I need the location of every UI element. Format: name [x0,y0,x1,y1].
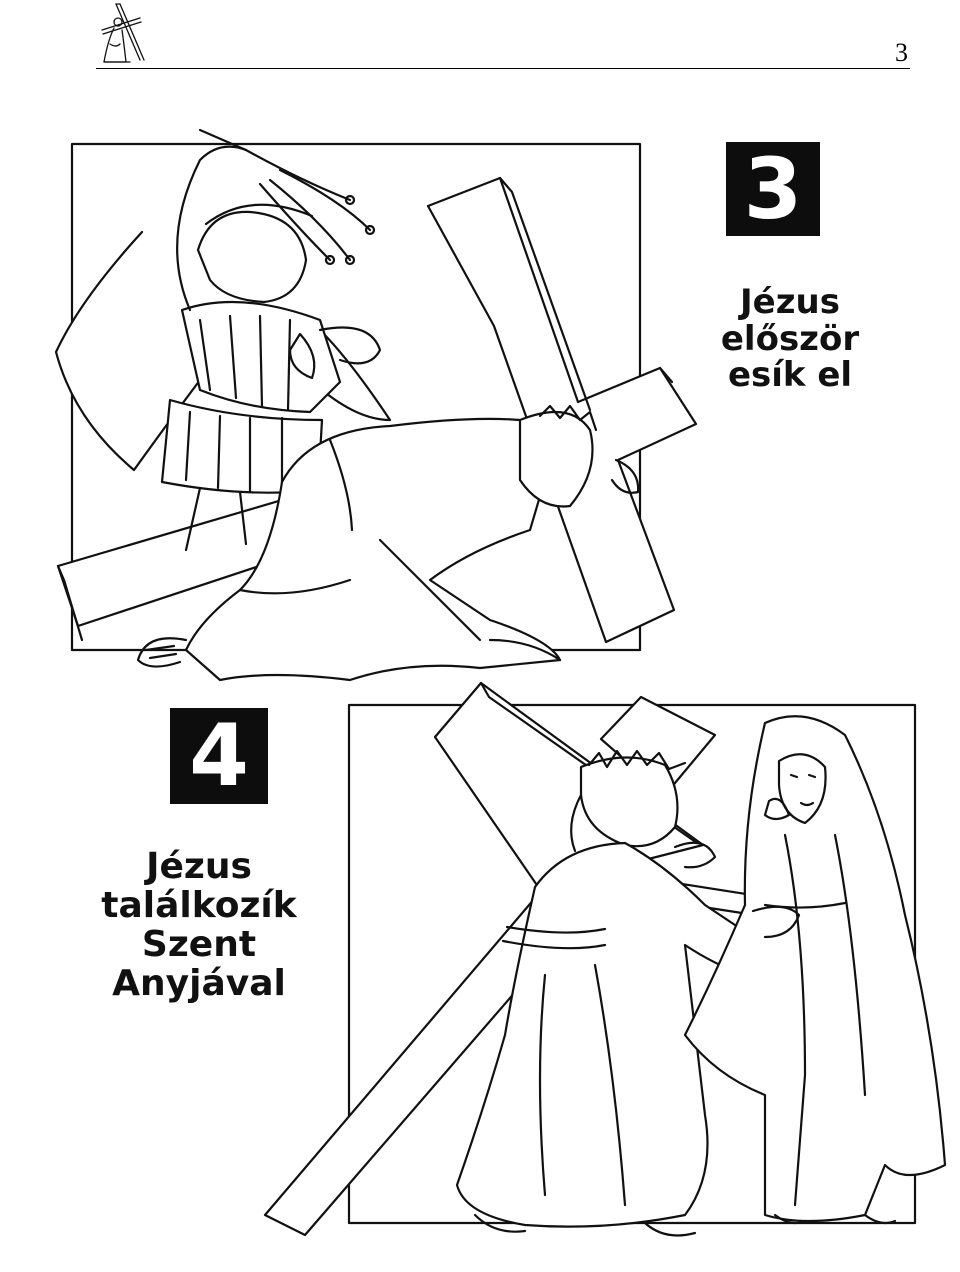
page-number: 3 [895,38,908,67]
station-number-badge: 4 [170,708,268,804]
jesus-meets-mother-icon [245,675,950,1257]
station-title-line: először [720,318,860,359]
station-title-line: Anyjával [112,962,286,1004]
header-rule [96,68,910,69]
station-number-badge: 3 [726,142,820,236]
station-title-line: Szent [141,923,257,965]
station-title-line: találkozík [101,884,297,926]
cross-bearing-figure-icon [96,0,148,68]
station-title-line: Jézus [146,846,252,887]
station-title: Jézus találkozík Szent Anyjával [96,846,302,1004]
station-title-line: Jézus [740,282,840,322]
station-title-line: esík el [727,355,853,396]
jesus-falls-under-cross-icon [50,120,710,700]
station-title: Jézus először esík el [700,284,880,394]
